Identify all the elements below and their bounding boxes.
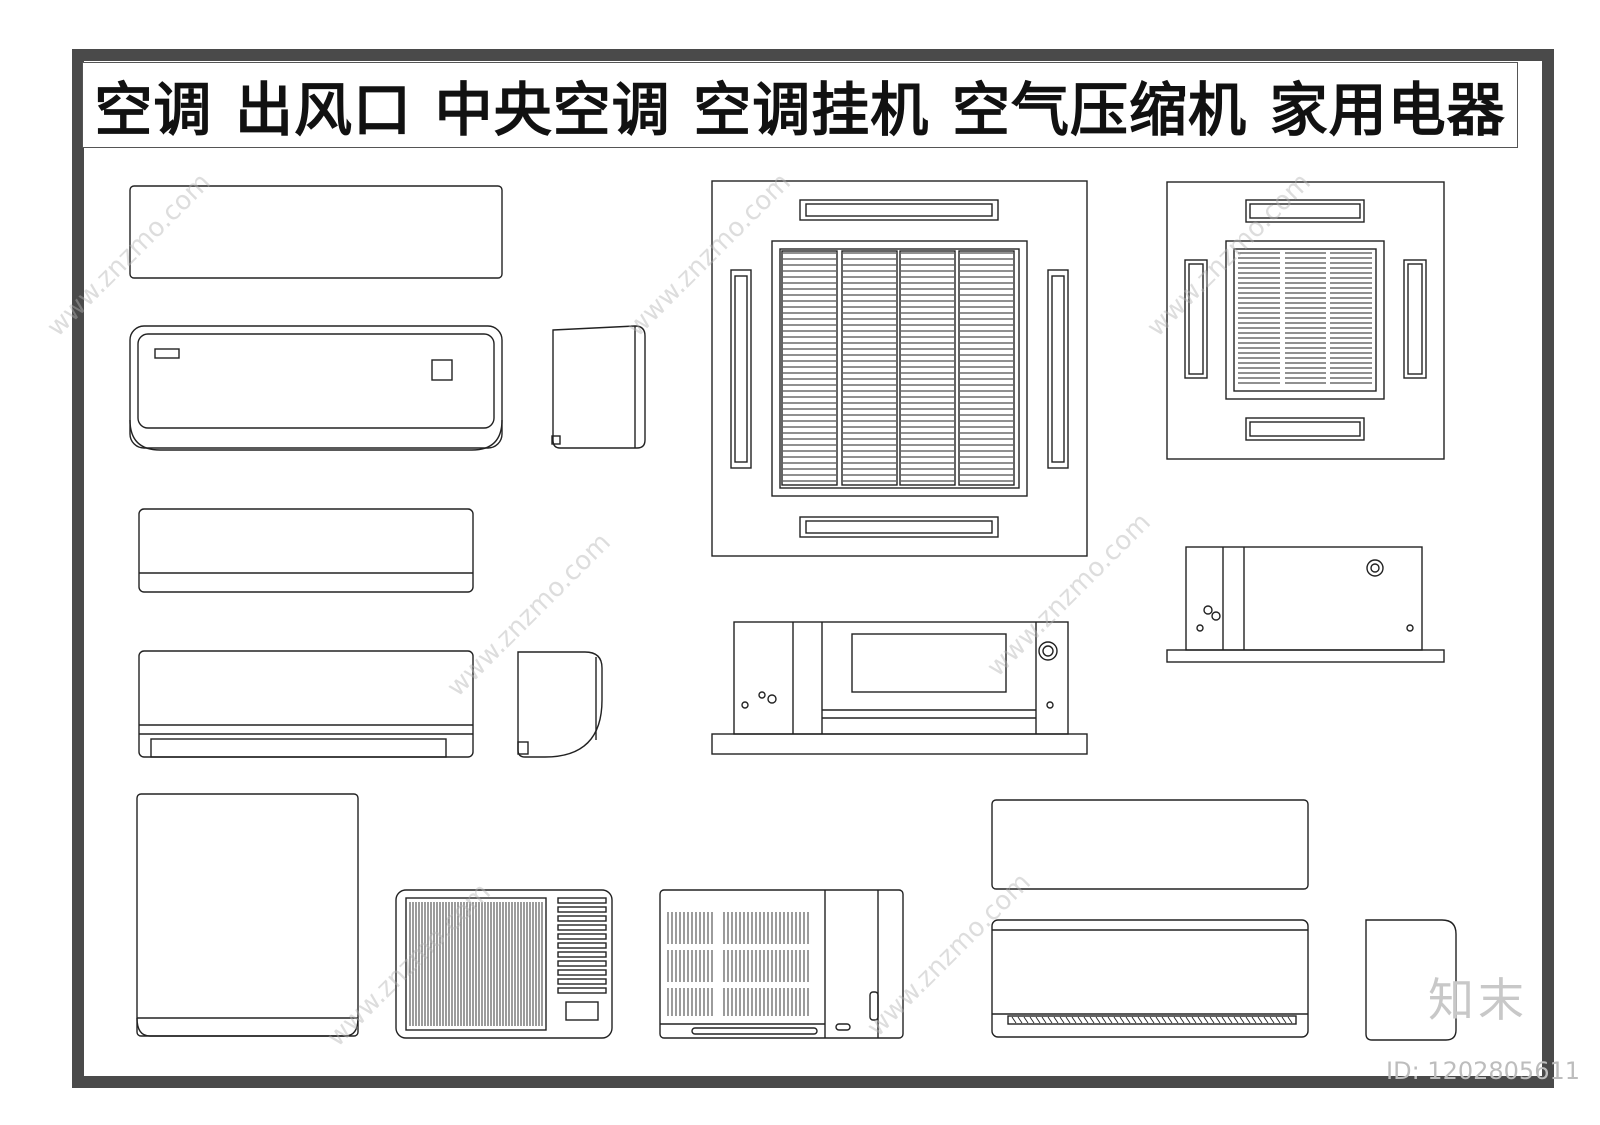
cassette-unit-small bbox=[1166, 181, 1445, 460]
floor-standing-unit bbox=[136, 793, 359, 1037]
window-unit-1-grille bbox=[409, 902, 543, 1026]
title-item-appliance: 家用电器 bbox=[1269, 76, 1506, 144]
title-item-central-ac: 中央空调 bbox=[434, 76, 671, 144]
duct-unit-large bbox=[711, 621, 1088, 755]
title-bar: 空调 出风口 中央空调 空调挂机 空气压缩机 家用电器 bbox=[82, 62, 1518, 148]
window-unit-2 bbox=[659, 889, 904, 1039]
title-item-ac: 空调 bbox=[94, 76, 213, 144]
wall-unit-5 bbox=[991, 799, 1309, 890]
wall-unit-2-side bbox=[551, 325, 646, 449]
wall-unit-6 bbox=[991, 919, 1309, 1038]
watermark-id: ID: 1202805611 bbox=[1386, 1057, 1580, 1085]
watermark-brand: 知末 bbox=[1428, 973, 1528, 1027]
cassette-unit-large bbox=[711, 180, 1088, 557]
title-item-wall-ac: 空调挂机 bbox=[693, 76, 930, 144]
wall-unit-2 bbox=[129, 325, 503, 451]
title-item-vent: 出风口 bbox=[234, 76, 412, 144]
wall-unit-6-side bbox=[1365, 919, 1457, 1041]
wall-unit-3 bbox=[138, 508, 474, 593]
wall-unit-1 bbox=[129, 185, 503, 279]
duct-unit-small bbox=[1166, 546, 1445, 663]
window-unit-1 bbox=[395, 889, 613, 1039]
wall-unit-4-side bbox=[517, 651, 603, 758]
title-item-compressor: 空气压缩机 bbox=[951, 76, 1247, 144]
wall-unit-4 bbox=[138, 650, 474, 758]
